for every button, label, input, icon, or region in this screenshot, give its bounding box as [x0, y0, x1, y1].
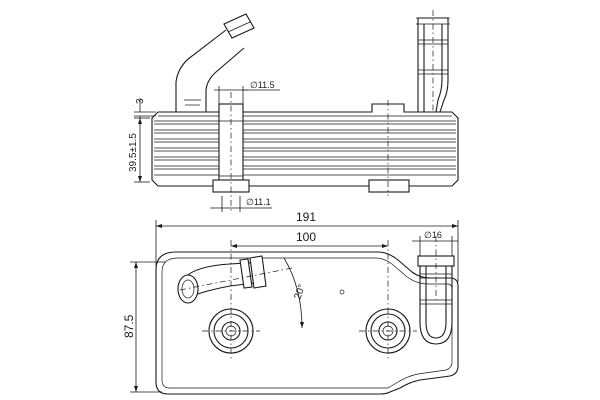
side-right-boss	[368, 100, 410, 196]
dim-overall-length: 191	[155, 210, 459, 282]
cooling-fins	[154, 120, 456, 176]
side-center-boss	[212, 92, 250, 212]
dim-top-port: ∅11.5	[214, 80, 280, 104]
center-mark	[339, 289, 345, 295]
dim-label-top-port: ∅11.5	[250, 80, 275, 90]
dim-label-side-offset: 3	[135, 98, 146, 104]
top-right-u-pipe	[417, 236, 455, 345]
side-body-outline	[151, 103, 459, 187]
dim-pipe-angle: 20°	[283, 257, 308, 329]
dim-overall-width: 87.5	[122, 261, 166, 393]
dim-label-overall-length: 191	[296, 210, 316, 224]
dim-label-overall-width: 87.5	[122, 314, 136, 338]
top-left-port	[202, 240, 260, 360]
top-right-port	[359, 240, 417, 360]
dim-port-spacing: 100	[231, 230, 388, 248]
dim-label-bottom-port: ∅11.1	[246, 197, 271, 207]
side-left-bent-pipe	[175, 13, 255, 112]
top-view: 191 100 ∅16 20° 87.5	[122, 210, 459, 395]
side-view: 3 39.5±1.5 ∅11.5 ∅11.1	[128, 10, 459, 212]
dim-label-pipe-angle: 20°	[292, 283, 308, 301]
dim-label-right-pipe: ∅16	[424, 230, 442, 240]
dim-side-offset: 3	[134, 98, 156, 124]
top-plate-outline	[155, 251, 459, 395]
dim-side-height: 39.5±1.5	[128, 117, 150, 183]
top-angled-pipe	[177, 255, 293, 304]
side-right-pipe	[416, 10, 450, 113]
dim-bottom-port: ∅11.1	[210, 196, 272, 212]
dim-right-pipe: ∅16	[412, 230, 458, 256]
dim-label-side-height: 39.5±1.5	[128, 133, 139, 172]
dim-label-port-spacing: 100	[296, 230, 316, 244]
